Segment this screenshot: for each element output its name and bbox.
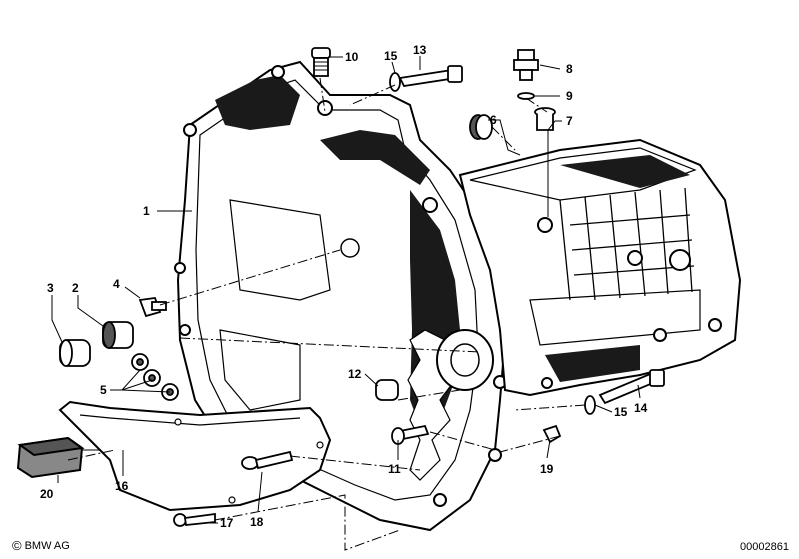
callout-12: 12 — [348, 367, 362, 381]
callout-5: 5 — [100, 383, 107, 397]
cover-plate — [58, 400, 332, 512]
callout-10: 10 — [345, 50, 359, 64]
callout-14: 14 — [634, 401, 648, 415]
callout-19: 19 — [540, 462, 554, 476]
copyright-brand: © BMW AG — [12, 538, 70, 553]
callout-1: 1 — [143, 204, 150, 218]
callout-2: 2 — [72, 281, 79, 295]
callout-16: 16 — [115, 479, 129, 493]
callout-17: 17 — [220, 516, 234, 530]
callout-15-top: 15 — [384, 49, 398, 63]
callout-labels: 1 2 3 4 5 6 7 8 9 10 11 12 13 14 15 15 1… — [40, 43, 648, 530]
small-parts — [59, 47, 665, 527]
callout-20: 20 — [40, 487, 54, 501]
callout-18: 18 — [250, 515, 264, 529]
callout-11: 11 — [388, 462, 401, 476]
copyright-symbol: © — [12, 538, 22, 553]
reference-number: 00002861 — [740, 541, 789, 553]
callout-6: 6 — [490, 113, 497, 127]
callout-9: 9 — [566, 89, 573, 103]
callout-15-right: 15 — [614, 405, 628, 419]
callout-3: 3 — [47, 281, 54, 295]
brand-name: BMW AG — [24, 539, 70, 552]
gearbox-case — [458, 138, 742, 397]
callout-8: 8 — [566, 62, 573, 76]
callout-13: 13 — [413, 43, 427, 57]
callout-7: 7 — [566, 114, 573, 128]
assembly-axes — [67, 77, 586, 551]
pad-block — [16, 436, 85, 479]
callout-4: 4 — [113, 277, 120, 291]
